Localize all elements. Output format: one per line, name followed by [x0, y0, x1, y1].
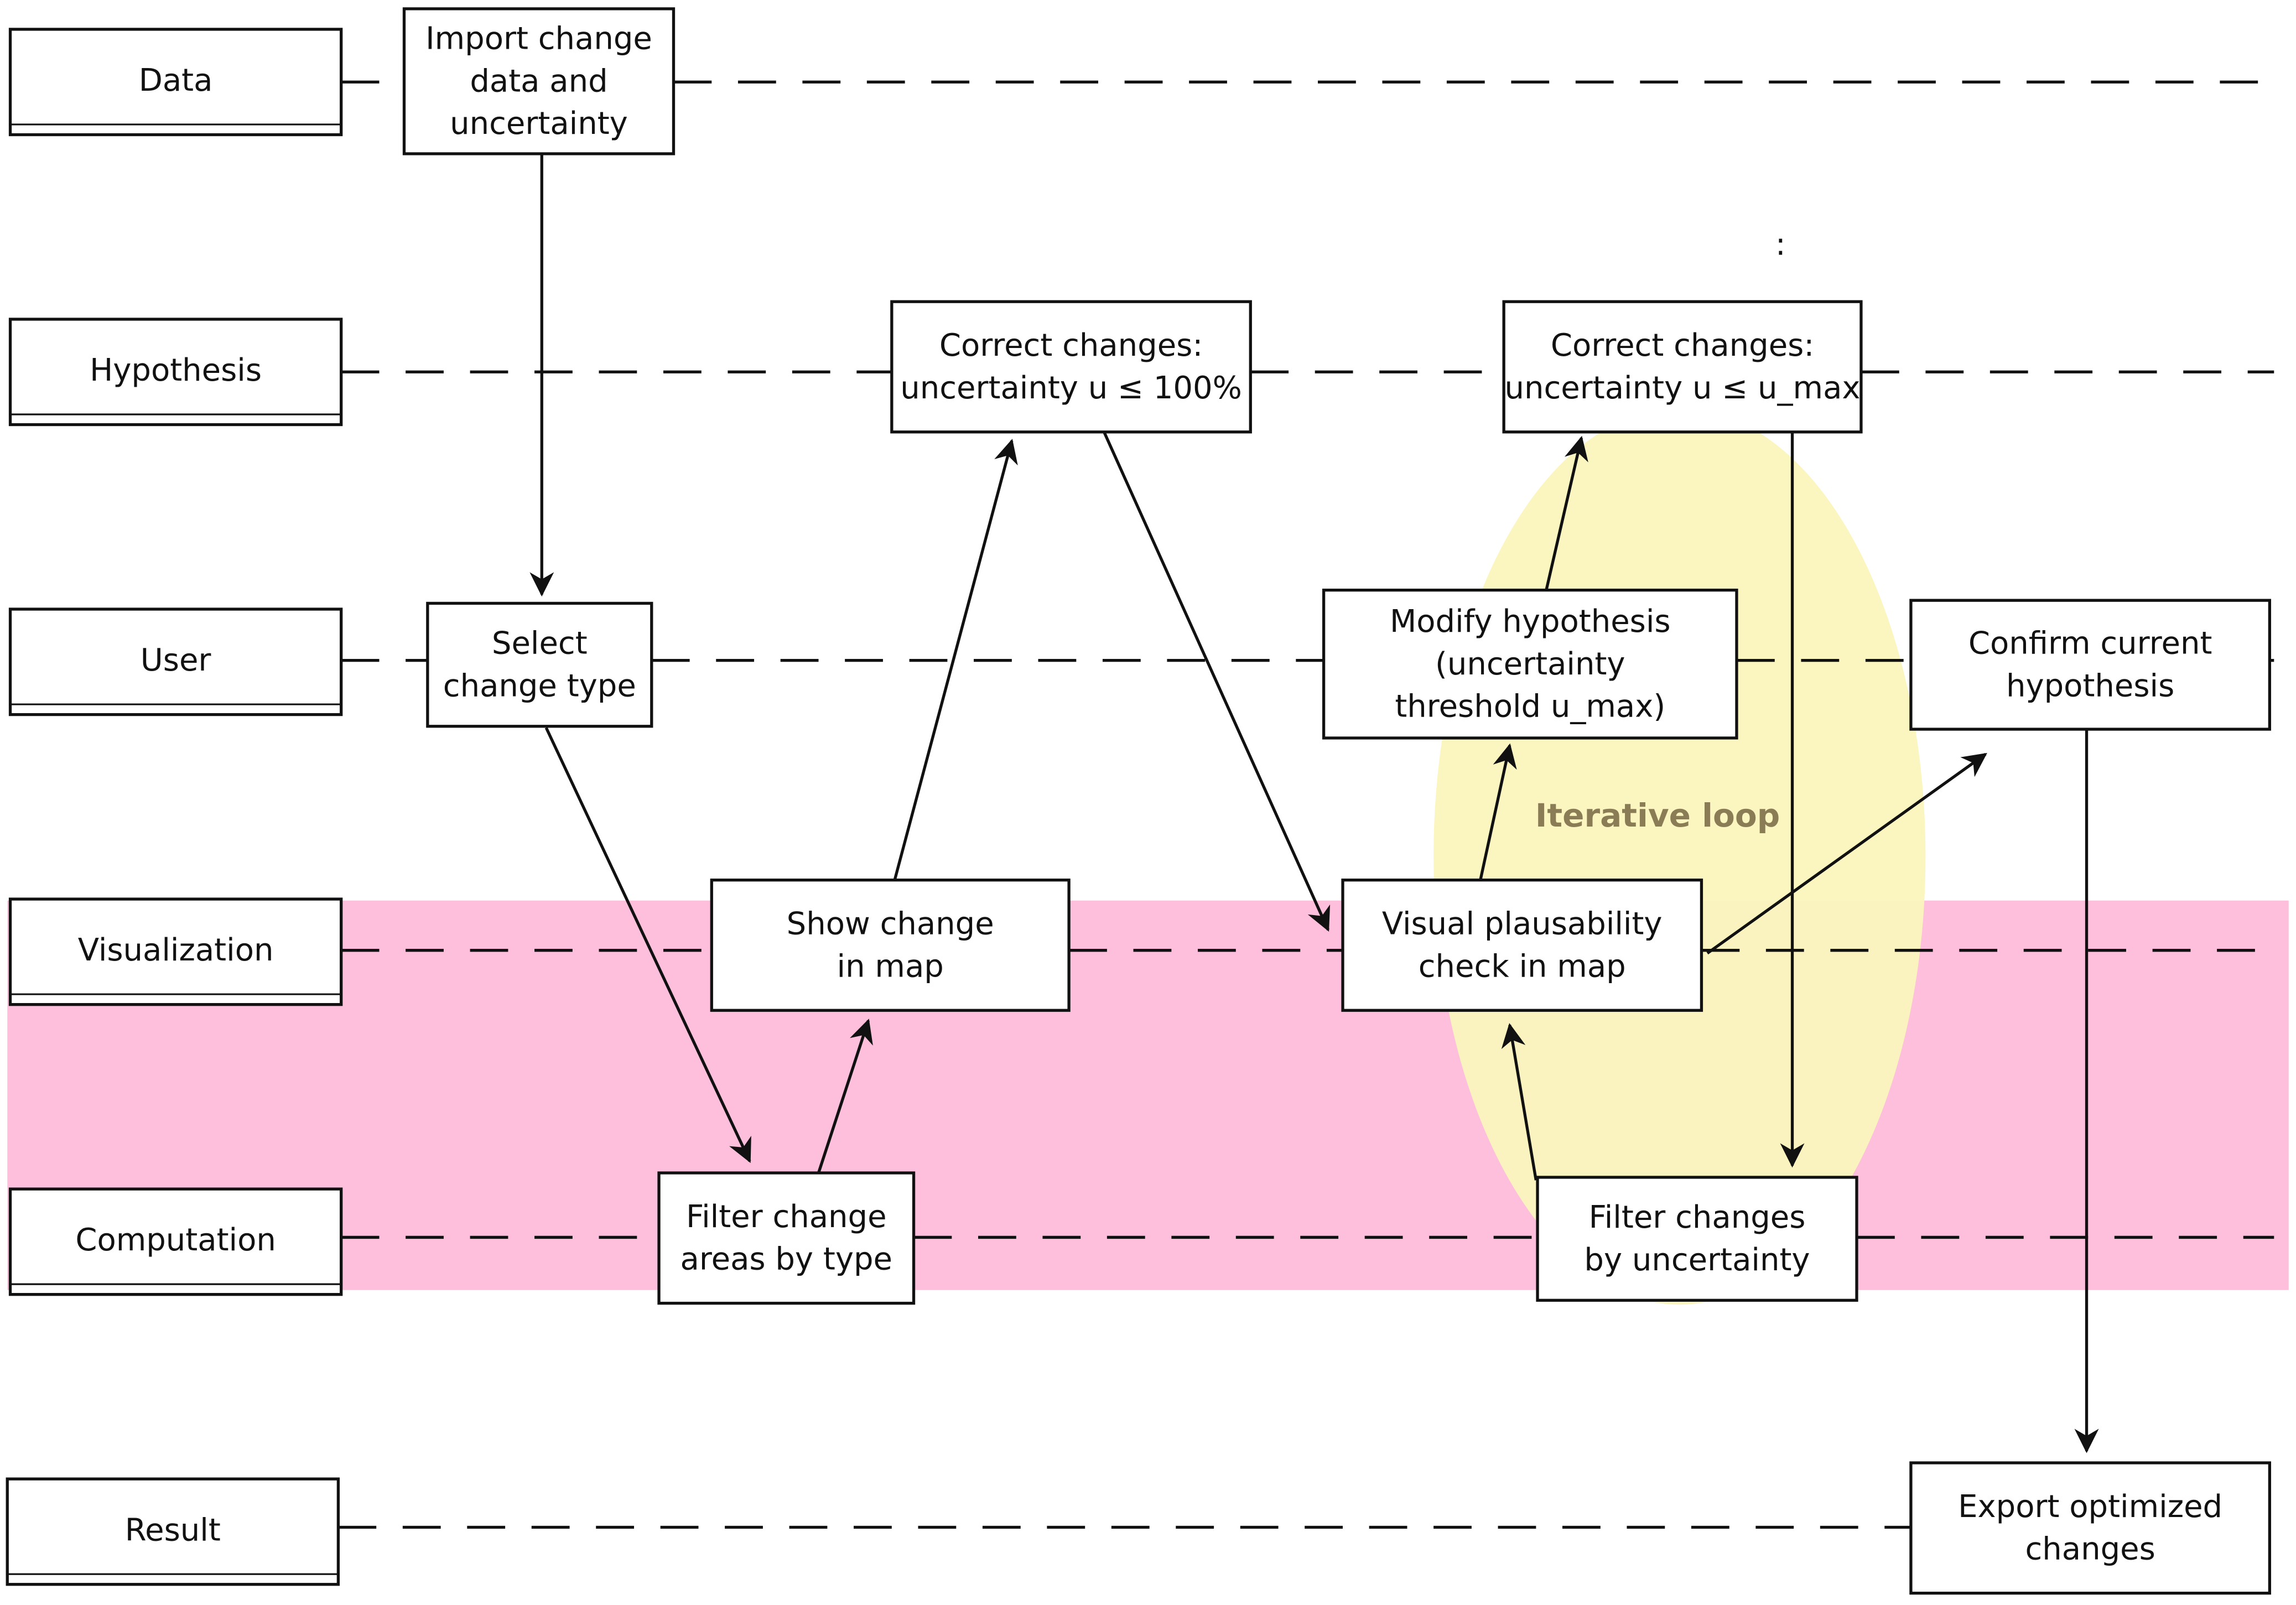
step-text-filter-uncert: by uncertainty	[1584, 1242, 1810, 1278]
stray-mark: :	[1775, 226, 1786, 262]
lane-box	[6, 1477, 340, 1586]
step-text-correct-umax: Correct changes:	[1551, 328, 1814, 363]
arrow-correct-100-to-plausibility	[1103, 431, 1331, 932]
step-box	[426, 601, 653, 728]
step-text-confirm: Confirm current	[1968, 626, 2212, 662]
arrow-filter-type-to-show-map	[817, 1019, 873, 1173]
step-text-plausibility: Visual plausability	[1382, 906, 1663, 942]
step-filter-uncert: Filter changes by uncertainty	[1536, 1176, 1858, 1302]
step-text-show-map: in map	[837, 948, 944, 984]
step-text-plausibility: check in map	[1419, 948, 1626, 984]
step-text-import: uncertainty	[450, 106, 628, 142]
step-box	[1909, 599, 2272, 731]
iterative-loop-highlight	[1433, 408, 1926, 1305]
step-text-select-type: Select	[492, 626, 588, 662]
step-filter-type: Filter change areas by type	[657, 1171, 916, 1305]
step-import: Import change data and uncertainty	[402, 7, 676, 155]
step-box	[710, 879, 1071, 1012]
lane-label-visualization: Visualization	[78, 932, 274, 968]
step-box	[1536, 1176, 1858, 1302]
lane-box	[8, 1187, 343, 1296]
step-text-filter-type: Filter change	[686, 1199, 887, 1235]
lane-label-data: Data	[139, 63, 213, 98]
step-box	[890, 300, 1252, 434]
lane-box	[8, 318, 343, 427]
lane-box	[8, 897, 343, 1006]
step-text-correct-100: Correct changes:	[939, 328, 1203, 363]
arrow-filter-uncert-to-plausibility	[1501, 1023, 1537, 1181]
step-text-modify: threshold u_max)	[1395, 689, 1665, 725]
lane-box	[8, 28, 343, 137]
step-text-correct-100: uncertainty u ≤ 100%	[900, 370, 1242, 406]
arrow-plausibility-to-confirm	[1706, 752, 1987, 955]
step-box	[657, 1171, 916, 1305]
arrow-plausibility-to-modify	[1479, 743, 1517, 881]
step-text-select-type: change type	[443, 668, 636, 704]
step-box	[1909, 1461, 2272, 1595]
lane-result: Result	[6, 1477, 340, 1586]
lane-computation: Computation	[8, 1187, 343, 1296]
step-text-modify: (uncertainty	[1435, 646, 1625, 682]
lane-box	[8, 607, 343, 716]
step-plausibility: Visual plausability check in map	[1341, 879, 1703, 1012]
step-export: Export optimized changes	[1909, 1461, 2272, 1595]
lane-label-hypothesis: Hypothesis	[90, 352, 262, 388]
step-box	[1502, 300, 1863, 434]
lane-user: User	[8, 607, 343, 716]
step-box	[1341, 879, 1703, 1012]
lane-visualization: Visualization	[8, 897, 343, 1006]
lane-label-computation: Computation	[75, 1222, 276, 1258]
step-text-export: changes	[2025, 1531, 2155, 1567]
arrow-show-map-to-correct-100	[893, 439, 1018, 881]
iterative-loop-label: Iterative loop	[1535, 797, 1780, 834]
step-text-confirm: hypothesis	[2006, 668, 2174, 704]
step-text-show-map: Show change	[787, 906, 994, 942]
step-modify: Modify hypothesis (uncertainty threshold u…	[1322, 588, 1738, 740]
step-correct-umax: Correct changes: uncertainty u ≤ u_max	[1502, 300, 1863, 434]
step-text-import: data and	[470, 63, 607, 99]
step-text-export: Export optimized	[1958, 1489, 2222, 1525]
step-text-filter-uncert: Filter changes	[1589, 1199, 1806, 1235]
arrow-select-type-to-filter-type	[544, 727, 751, 1164]
lane-hypothesis: Hypothesis	[8, 318, 343, 427]
step-box	[1322, 588, 1738, 740]
visualization-computation-band	[7, 900, 2289, 1290]
step-text-modify: Modify hypothesis	[1390, 604, 1671, 640]
step-show-map: Show change in map	[710, 879, 1071, 1012]
step-correct-100: Correct changes: uncertainty u ≤ 100%	[890, 300, 1252, 434]
lane-label-user: User	[141, 642, 212, 678]
arrow-modify-to-correct-umax	[1545, 435, 1588, 591]
step-text-import: Import change	[425, 21, 652, 57]
step-text-filter-type: areas by type	[681, 1242, 892, 1277]
lane-data: Data	[8, 28, 343, 137]
step-text-correct-umax: uncertainty u ≤ u_max	[1505, 370, 1861, 406]
lane-label-result: Result	[125, 1512, 221, 1548]
step-select-type: Select change type	[426, 601, 653, 728]
step-box	[402, 7, 676, 155]
step-confirm: Confirm current hypothesis	[1909, 599, 2272, 731]
